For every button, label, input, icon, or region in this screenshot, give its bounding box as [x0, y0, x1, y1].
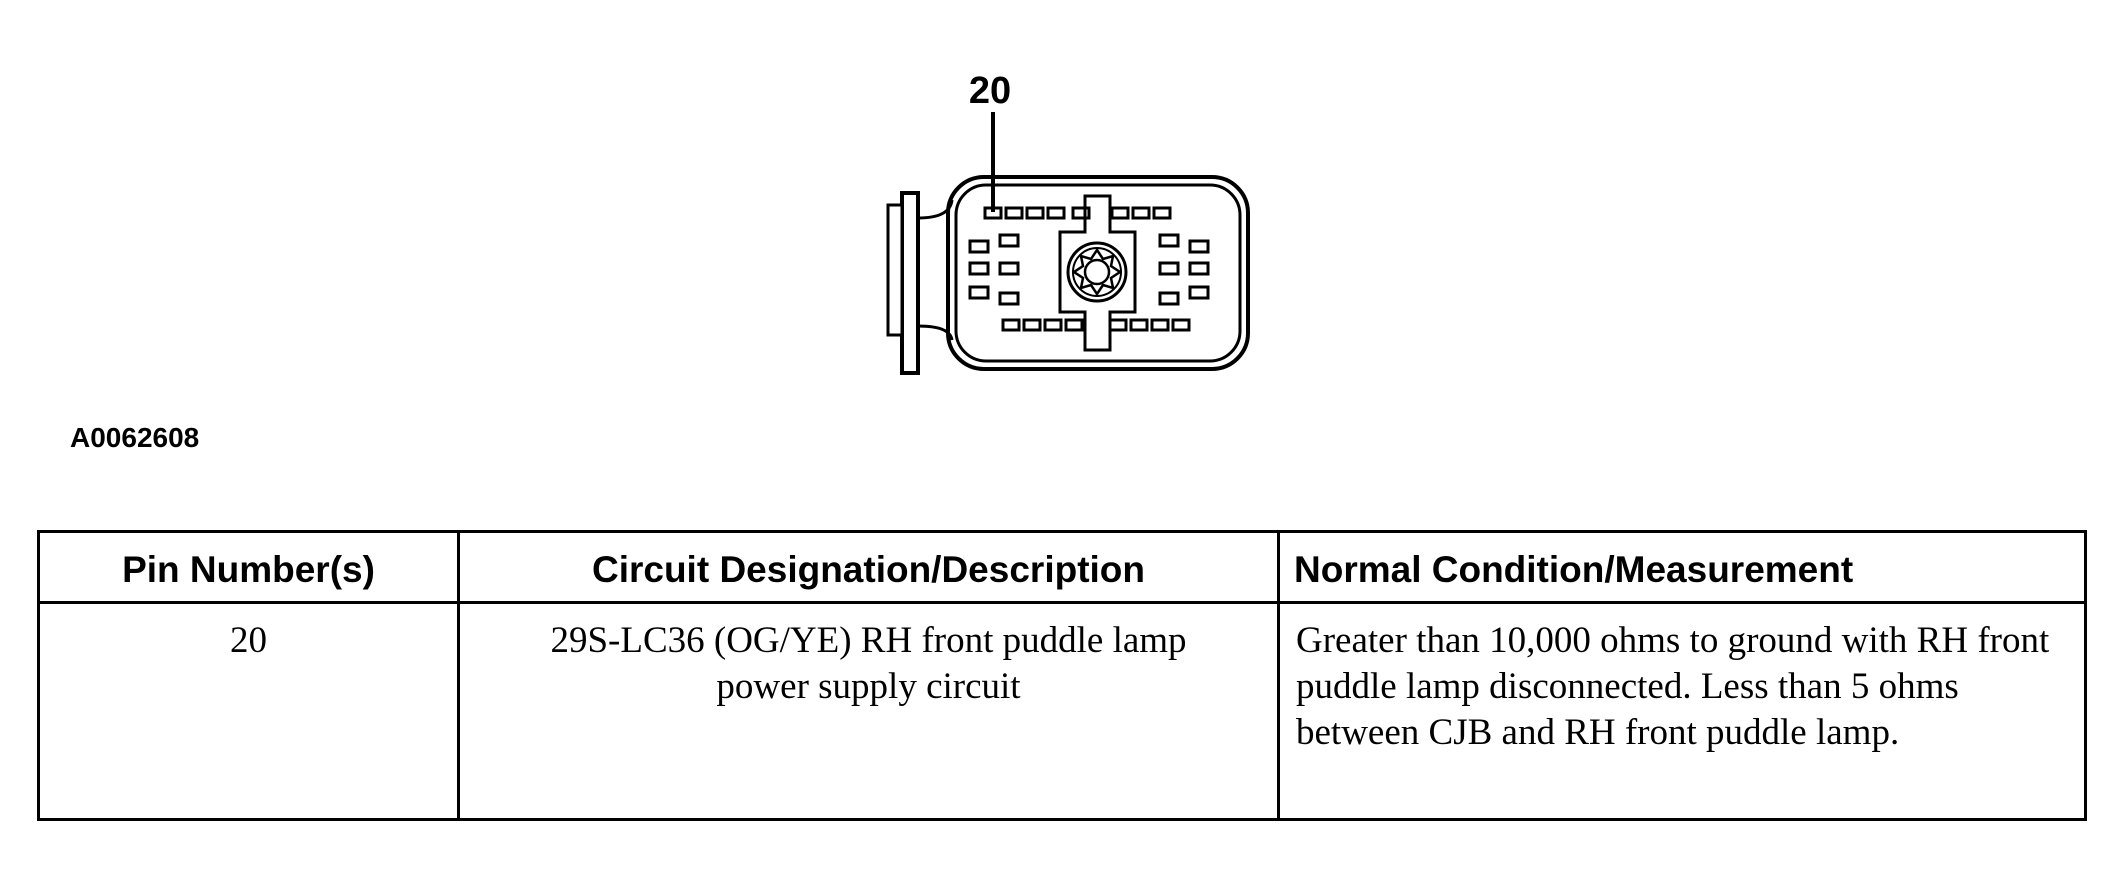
- center-bolt-outer: [1066, 241, 1128, 303]
- connector-diagram: 20: [886, 70, 1250, 375]
- cavity-pin-20: [983, 206, 1003, 220]
- connector-body-inner: [954, 183, 1242, 363]
- cell-normal-condition: Greater than 10,000 ohms to ground with …: [1277, 601, 2087, 821]
- pin-table: Pin Number(s) Circuit Designation/Descri…: [37, 530, 2087, 821]
- table-row: 20 29S-LC36 (OG/YE) RH front puddle lamp…: [37, 601, 2087, 821]
- connector-face: [886, 175, 1250, 375]
- center-bolt-star: [1071, 247, 1123, 297]
- header-circuit-description: Circuit Designation/Description: [457, 530, 1280, 604]
- pin-callout-label: 20: [969, 70, 1011, 112]
- header-pin-numbers: Pin Number(s): [37, 530, 460, 604]
- cell-pin-number: 20: [37, 601, 460, 821]
- circuit-description-line1: 29S-LC36 (OG/YE) RH front puddle lamp: [550, 620, 1187, 661]
- header-normal-condition: Normal Condition/Measurement: [1277, 530, 2087, 604]
- cavity-group-right: [1158, 233, 1210, 306]
- circuit-description-line2: power supply circuit: [716, 666, 1021, 707]
- connector-body-outer: [946, 175, 1250, 371]
- cavity-row-top: [983, 206, 1172, 220]
- center-keyway: [1058, 194, 1137, 352]
- cell-circuit-description: 29S-LC36 (OG/YE) RH front puddle lamp po…: [457, 601, 1280, 821]
- connector-flange: [900, 191, 920, 375]
- cavity-group-left: [968, 233, 1020, 306]
- cavity-row-bottom: [1001, 318, 1191, 332]
- figure-id: A0062608: [70, 422, 200, 453]
- table-header-row: Pin Number(s) Circuit Designation/Descri…: [37, 530, 2087, 604]
